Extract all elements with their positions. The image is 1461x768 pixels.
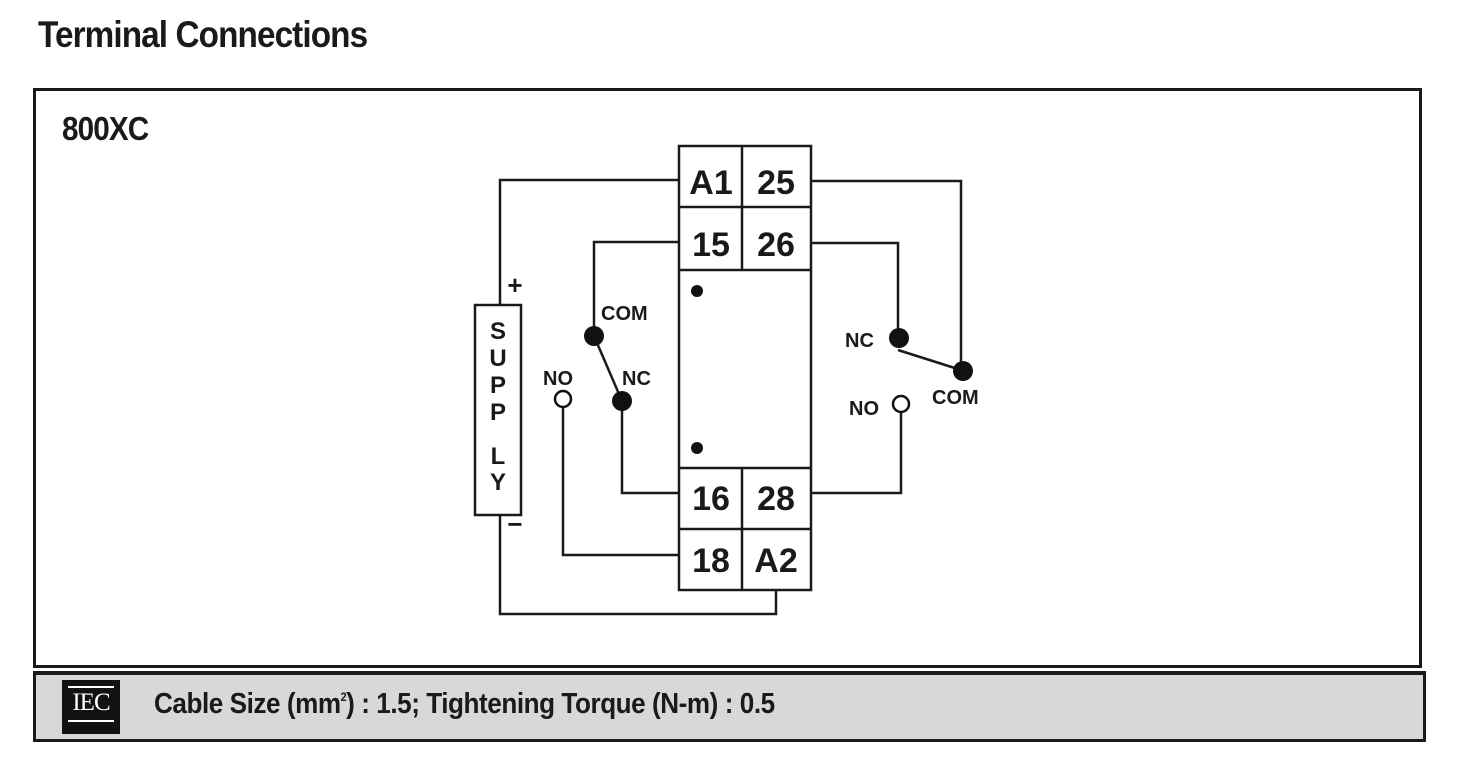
indicator-dot: [691, 442, 703, 454]
supply-letter: S: [490, 318, 506, 345]
supply-box: [473, 303, 523, 517]
terminal-28: 28: [757, 480, 795, 518]
wire-right-no-28: [811, 412, 903, 495]
wire-a1-supply-plus: [498, 178, 679, 305]
terminal-25: 25: [757, 164, 795, 202]
supply-letter: Y: [490, 469, 506, 496]
right-no-contact: [891, 394, 911, 414]
footer-bar: [33, 671, 1426, 742]
terminal-a2: A2: [754, 542, 797, 580]
wire-15-left-com: [592, 240, 679, 336]
terminal-16: 16: [692, 480, 730, 518]
terminal-a1: A1: [689, 164, 732, 202]
left-nc-label: NC: [622, 368, 651, 390]
supply-letter: U: [489, 345, 506, 372]
terminal-18: 18: [692, 542, 730, 580]
iec-logo: IEC: [62, 680, 120, 734]
cable-spec-prefix: Cable Size (mm: [154, 688, 341, 720]
relay-body: [677, 144, 813, 592]
left-com-contact: [584, 326, 604, 346]
left-no-contact: [553, 389, 573, 409]
supply-letter: P: [490, 372, 506, 399]
left-switch-blade: [592, 335, 624, 402]
cable-spec-superscript: 2: [340, 690, 347, 704]
model-label: 800XC: [62, 110, 149, 147]
wire-left-nc-16: [620, 401, 679, 495]
cable-spec-suffix: ) : 1.5; Tightening Torque (N-m) : 0.5: [346, 688, 775, 720]
supply-minus: −: [507, 509, 522, 539]
right-nc-label: NC: [845, 330, 874, 352]
wire-left-no-18: [561, 408, 679, 557]
terminal-26: 26: [757, 226, 795, 264]
right-com-label: COM: [932, 387, 979, 409]
right-nc-contact: [889, 328, 909, 348]
wire-25-right-com: [811, 179, 963, 370]
left-com-label: COM: [601, 303, 648, 325]
diagram-frame: [33, 88, 1422, 668]
wire-26-right-nc: [811, 241, 900, 337]
right-switch-blade: [897, 348, 962, 372]
right-com-contact: [953, 361, 973, 381]
left-nc-contact: [612, 391, 632, 411]
wire-a2-supply-minus: [498, 515, 778, 616]
supply-plus: +: [507, 270, 522, 300]
page-title: Terminal Connections: [38, 14, 368, 55]
supply-letter: P: [490, 399, 506, 426]
terminal-15: 15: [692, 226, 730, 264]
indicator-dot: [691, 285, 703, 297]
left-no-label: NO: [543, 368, 573, 390]
right-no-label: NO: [849, 398, 879, 420]
iec-logo-text: IEC: [72, 689, 110, 716]
cable-spec-text: Cable Size (mm2) : 1.5; Tightening Torqu…: [154, 688, 775, 721]
supply-letter: L: [491, 443, 506, 470]
